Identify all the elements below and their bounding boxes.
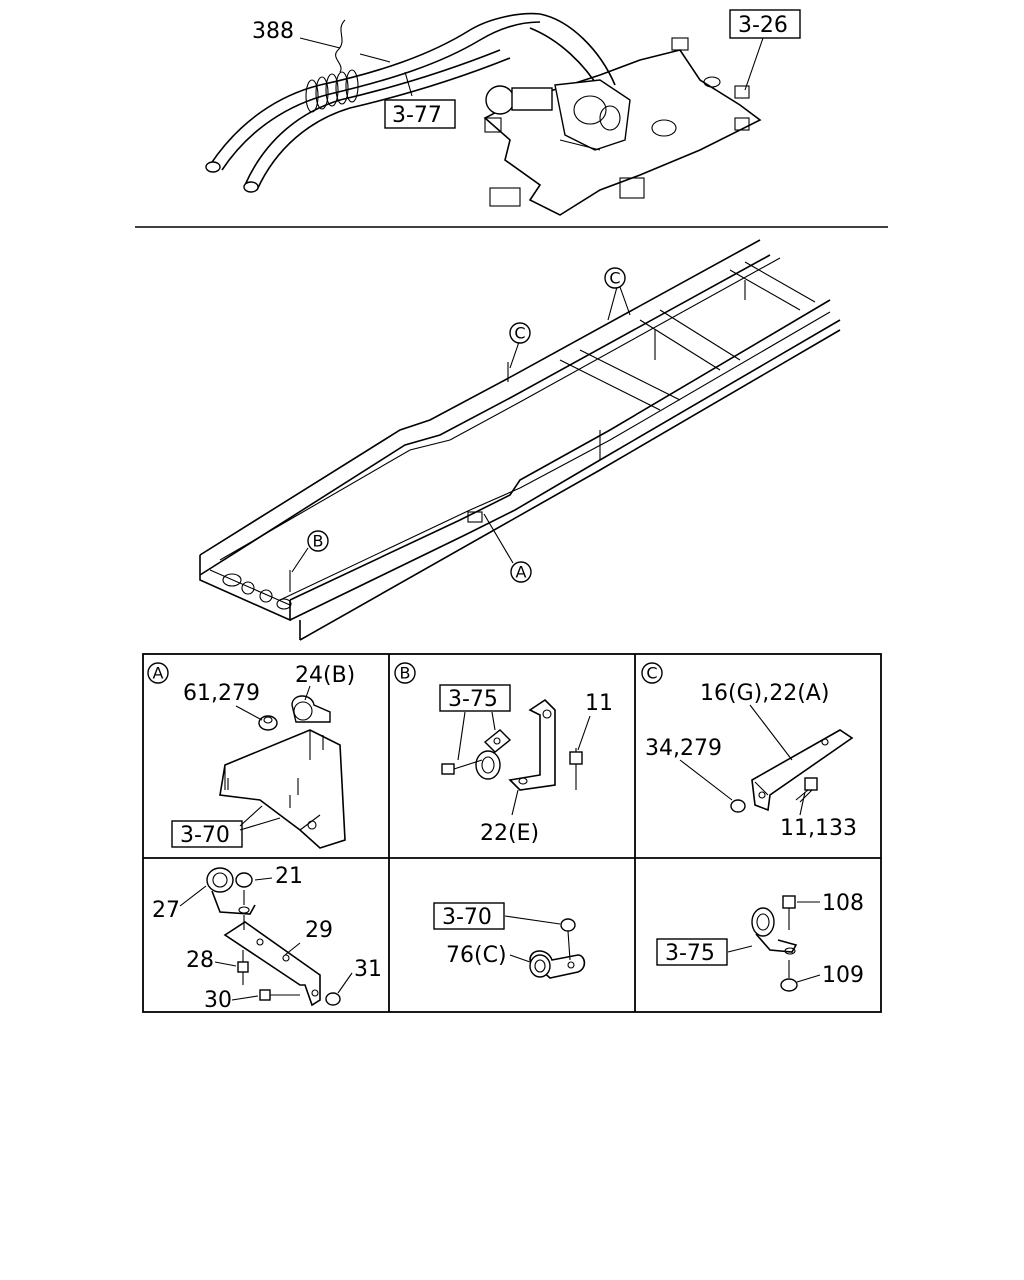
panel-e-label-clip: 76(C) [446, 943, 507, 968]
panel-a-ref: 3-70 [180, 823, 230, 848]
chassis-frame-illustration [199, 239, 841, 641]
panel-b-label-bolt: 11 [585, 691, 613, 716]
detail-panel-e: 3-70 76(C) [433, 902, 586, 979]
panel-f-label-nut: 109 [822, 963, 864, 988]
panel-b-ref: 3-75 [448, 687, 498, 712]
ref-label-3-77: 3-77 [392, 103, 442, 128]
callout-c-right: C [604, 267, 626, 289]
panel-f-ref: 3-75 [665, 941, 715, 966]
panel-d-label-clip: 27 [152, 898, 180, 923]
panel-a-letter: A [153, 664, 164, 683]
panel-d-label-bolt-28: 28 [186, 948, 214, 973]
ref-box-3-77 [384, 99, 456, 129]
callout-a-letter: A [516, 563, 527, 582]
panel-e-clip-illustration [504, 915, 586, 979]
panel-a-bracket-illustration [219, 685, 346, 849]
callout-b-letter: B [313, 532, 324, 551]
callout-b: B [307, 530, 329, 552]
detail-panel-d: 21 27 29 28 31 30 [152, 864, 382, 1013]
panel-d-label-nut-31: 31 [354, 957, 382, 982]
panel-c-letter: C [646, 664, 657, 683]
detail-panel-a: A 61,279 24(B) 3-70 [147, 662, 355, 849]
panel-c-label-bolt: 11,133 [780, 816, 857, 841]
detail-panel-c: C 16(G),22(A) 34,279 11,133 [641, 662, 857, 841]
callout-c-left: C [509, 322, 531, 344]
panel-c-bracket-illustration [679, 704, 854, 816]
panel-c-label-nut: 34,279 [645, 736, 722, 761]
panel-c-label-bracket: 16(G),22(A) [700, 681, 829, 706]
panel-e-ref: 3-70 [442, 905, 492, 930]
panel-f-label-bolt: 108 [822, 891, 864, 916]
panel-f-clip-illustration [727, 895, 821, 992]
panel-a-label-clip: 24(B) [295, 663, 355, 688]
panel-b-label-bracket: 22(E) [480, 821, 539, 846]
detail-panel-f: 108 3-75 109 [656, 891, 864, 992]
panel-d-label-nut-top: 21 [275, 864, 303, 889]
panel-a-label-nut: 61,279 [183, 681, 260, 706]
callout-a: A [510, 561, 532, 583]
panel-b-bracket-illustration [441, 698, 591, 816]
detail-panel-b: B 3-75 11 22(E) [394, 662, 613, 846]
part-label-388: 388 [252, 19, 294, 44]
ref-label-3-26: 3-26 [738, 13, 788, 38]
callout-c-left-letter: C [514, 324, 525, 343]
ref-box-3-26 [729, 9, 801, 39]
panel-b-letter: B [400, 664, 411, 683]
panel-d-bracket-illustration [179, 867, 353, 1007]
panel-d-label-bracket: 29 [305, 918, 333, 943]
panel-d-label-bolt-30: 30 [204, 988, 232, 1013]
detail-grid [142, 653, 882, 1013]
callout-c-right-letter: C [609, 269, 620, 288]
top-assembly-illustration [205, 12, 764, 216]
